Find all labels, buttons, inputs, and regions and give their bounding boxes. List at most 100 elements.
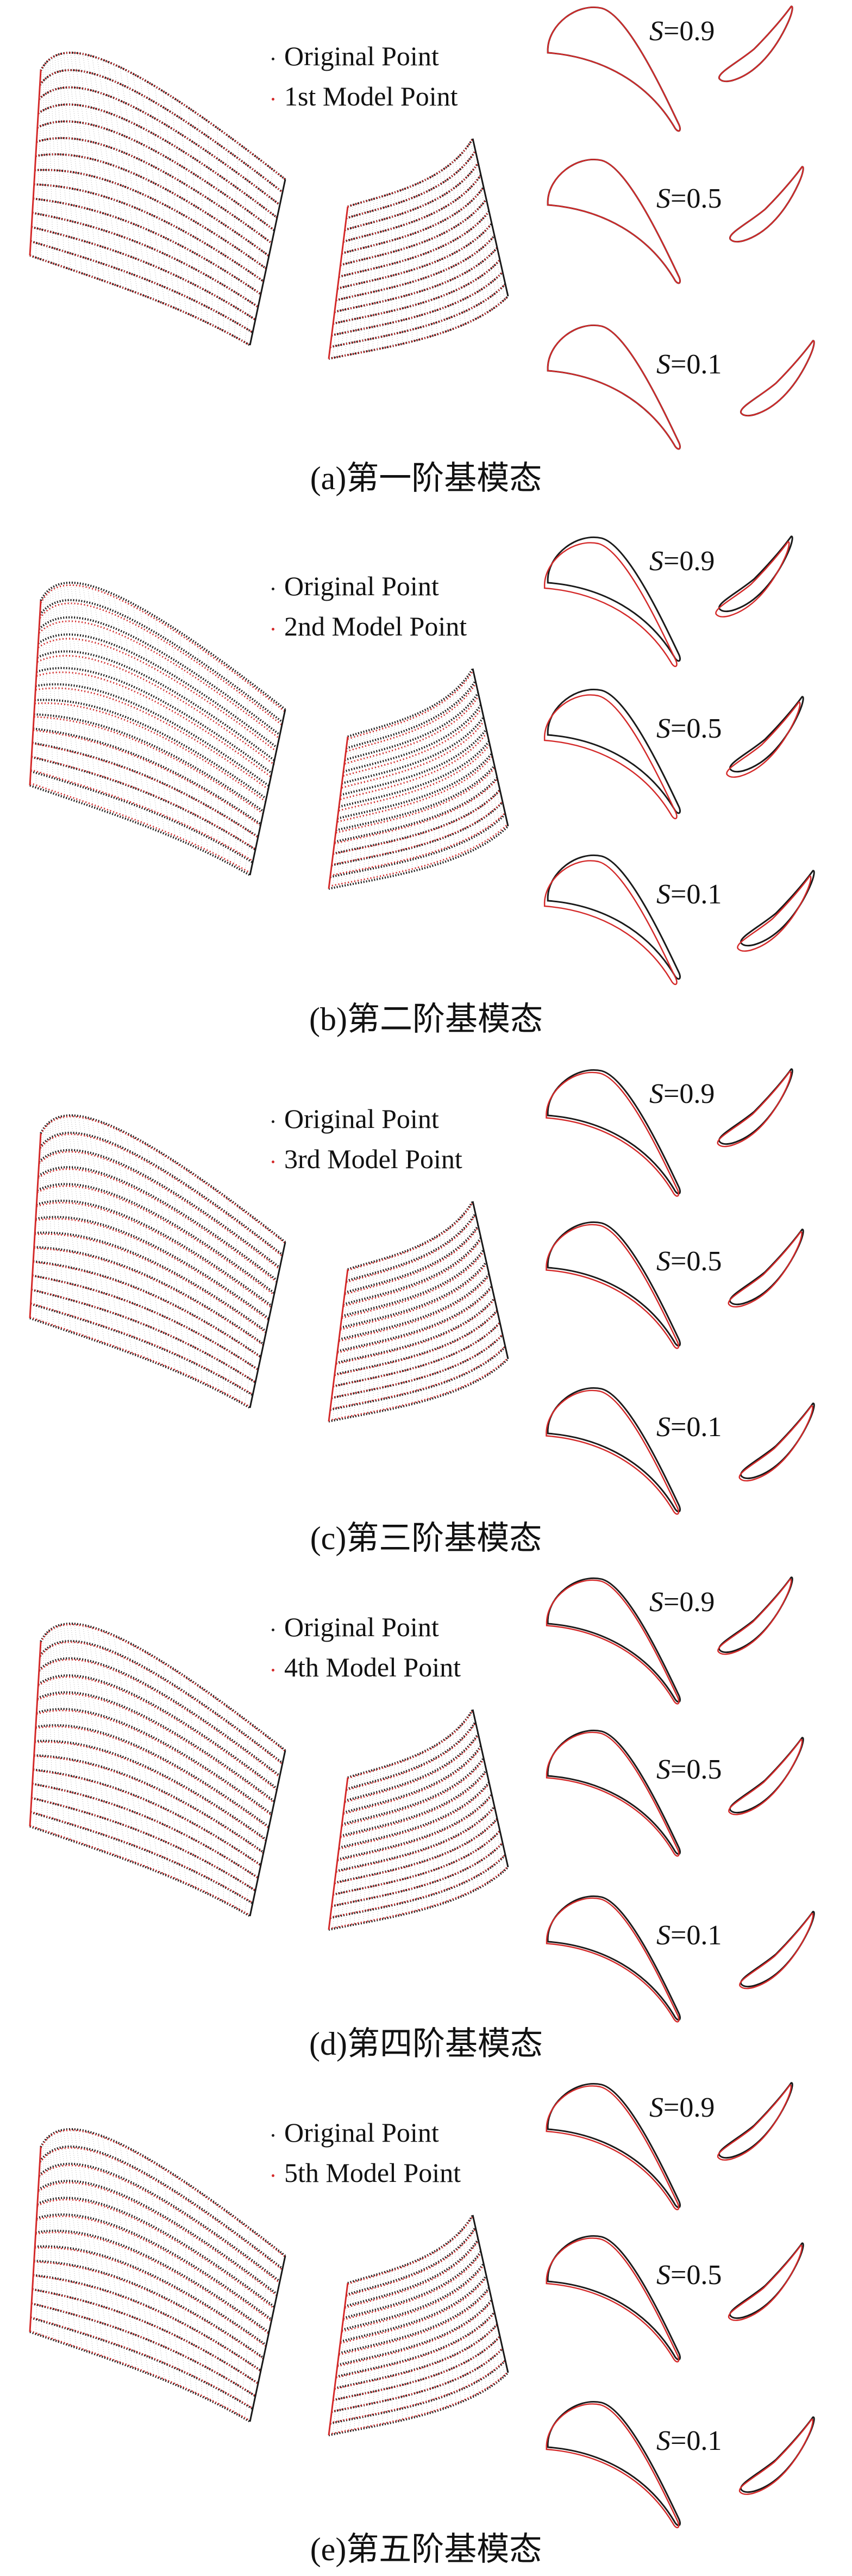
model-point-marker <box>272 1161 274 1164</box>
mesh-line <box>377 1768 381 1920</box>
section-value: =0.1 <box>671 879 722 910</box>
mesh-line <box>449 2241 475 2396</box>
original-section-line <box>37 1166 278 1281</box>
original-section-line <box>333 789 501 855</box>
model-section-line <box>37 1676 278 1791</box>
mesh-line <box>363 1262 371 1415</box>
original-section-line <box>36 667 273 774</box>
section-variable: S <box>649 546 663 577</box>
section-value: =0.1 <box>671 2425 722 2456</box>
mesh-line <box>412 715 423 869</box>
original-section-line <box>29 2331 250 2423</box>
original-section-line <box>34 2260 265 2359</box>
mesh-line <box>102 1630 138 1864</box>
model-section-line <box>35 1741 267 1842</box>
original-section-line <box>328 825 509 890</box>
mesh-line <box>91 1119 127 1352</box>
section-label: S=0.1 <box>656 1922 722 1950</box>
original-section-line <box>33 1260 262 1358</box>
model-profile <box>543 542 678 668</box>
original-section-line <box>29 1825 250 1917</box>
original-section-line <box>347 2214 474 2284</box>
mesh-line <box>408 187 418 340</box>
model-profile <box>715 541 790 618</box>
section-value: =0.5 <box>671 1246 722 1277</box>
small-blade-3d <box>328 138 509 360</box>
mesh-line <box>52 1628 65 1839</box>
model-section-line <box>347 138 474 208</box>
model-section-line <box>328 295 509 360</box>
section-variable: S <box>656 879 671 910</box>
model-section-line <box>31 226 256 321</box>
model-section-line <box>344 696 479 765</box>
original-section-line <box>340 2275 487 2343</box>
model-section-line <box>32 1783 259 1879</box>
original-profile <box>718 2082 793 2159</box>
model-profile <box>547 7 681 132</box>
mesh-line <box>52 2134 65 2344</box>
original-profile <box>547 159 681 284</box>
mesh-line <box>354 201 365 354</box>
panel-caption: (b)第二阶基模态 <box>309 1001 543 1037</box>
model-section-line <box>331 801 504 866</box>
mesh-line <box>340 1267 356 1419</box>
mesh-line <box>45 2139 48 2338</box>
mesh-line <box>449 695 475 850</box>
legend-model-label: 3rd Model Point <box>284 1144 462 1174</box>
legend-model: 3rd Model Point <box>272 1145 462 1172</box>
original-section-line <box>343 1745 482 1814</box>
leading-edge <box>328 1777 349 1930</box>
model-section-line <box>35 702 267 803</box>
model-profile <box>728 2244 803 2321</box>
mesh-line <box>426 709 443 863</box>
original-section-line <box>37 2180 278 2295</box>
original-section-line <box>346 680 477 750</box>
model-section-line <box>34 716 264 815</box>
mesh-line <box>340 204 356 357</box>
mesh-line <box>63 583 88 806</box>
original-profile <box>547 537 681 662</box>
panel-caption: (c)第三阶基模态 <box>310 1520 542 1556</box>
mesh-line <box>377 727 381 880</box>
mesh-line <box>363 729 371 882</box>
model-section-line <box>331 1333 504 1399</box>
mesh-line <box>458 1219 487 1376</box>
mesh-line <box>390 1256 393 1409</box>
model-section-line <box>346 1722 477 1792</box>
model-section-line <box>341 1251 485 1319</box>
original-profile <box>729 1228 804 1306</box>
trailing-edge <box>249 1750 286 1917</box>
mesh-line <box>377 2273 381 2426</box>
original-section-line <box>29 784 250 876</box>
section-variable: S <box>656 1754 671 1785</box>
trailing-edge <box>249 709 286 876</box>
model-section-line <box>33 197 261 295</box>
mesh-line <box>367 1769 374 1922</box>
mesh-line <box>405 1760 413 1913</box>
model-section-line <box>38 2165 280 2284</box>
model-profile <box>718 5 793 82</box>
model-section-line <box>36 2215 272 2322</box>
mesh-line <box>449 1227 475 1382</box>
large-profile-0 <box>547 7 681 132</box>
model-section-line <box>341 186 485 254</box>
model-section-line <box>30 1302 253 1395</box>
mesh-line <box>74 2129 105 2358</box>
mesh-line <box>358 2277 368 2430</box>
mesh-line <box>133 2150 165 2380</box>
model-section-line <box>36 137 272 244</box>
model-section-line <box>346 150 477 219</box>
model-section-line <box>35 1725 270 1829</box>
mesh-line <box>394 192 398 345</box>
mesh-line <box>102 589 138 824</box>
mesh-line <box>147 1652 176 1880</box>
small-blade-3d <box>328 668 509 890</box>
original-profile <box>547 854 681 980</box>
model-section-line <box>38 1658 280 1778</box>
original-profile <box>547 1069 681 1195</box>
mesh-line <box>426 1750 443 1904</box>
mesh-line <box>244 700 273 872</box>
original-section-line <box>328 295 509 360</box>
